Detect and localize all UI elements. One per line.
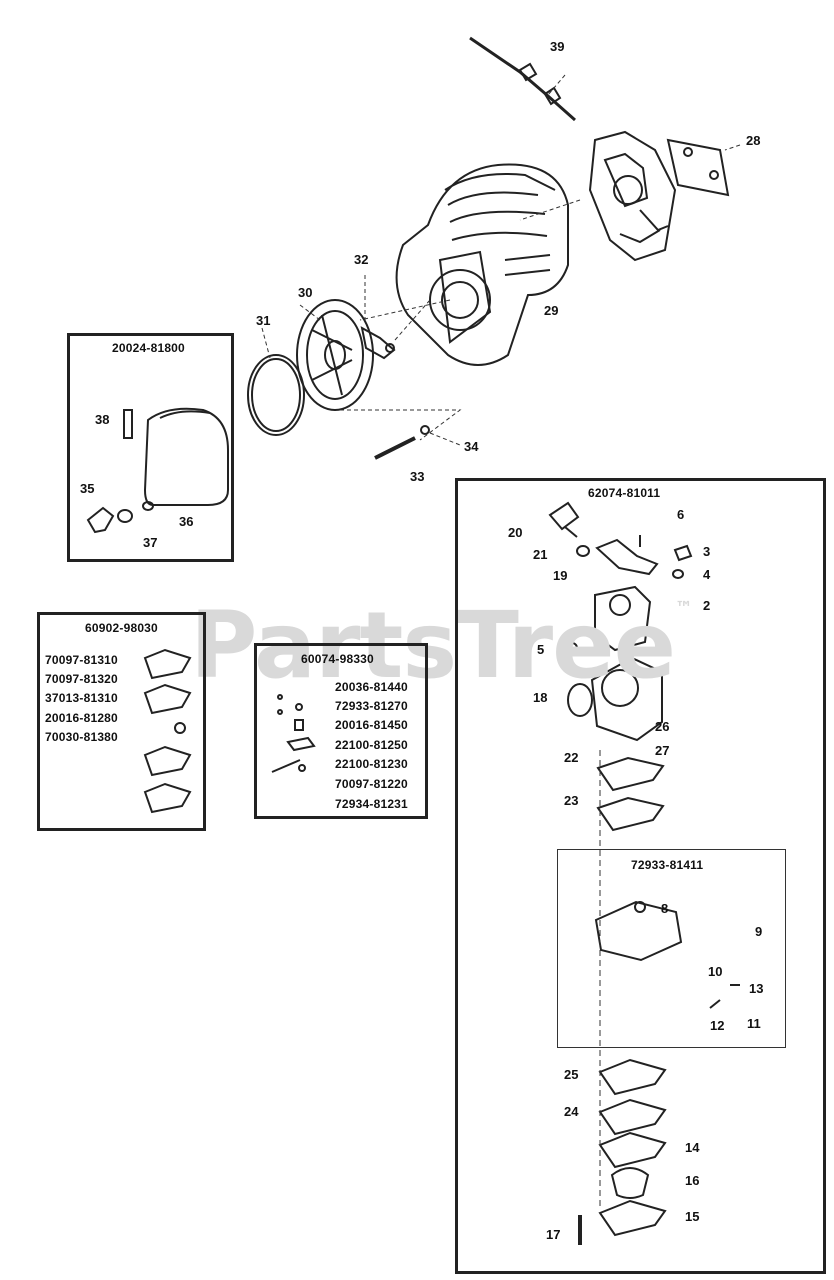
callout-38[interactable]: 38	[95, 412, 110, 427]
gasket-kit-number[interactable]: 60902-98030	[85, 621, 158, 635]
repair-kit-part[interactable]: 72934-81231	[335, 797, 408, 811]
gasket-stack-part	[578, 756, 740, 1245]
carburetor-assembly-box	[455, 478, 826, 1274]
callout-5[interactable]: 5	[537, 642, 545, 657]
callout-24[interactable]: 24	[564, 1104, 579, 1119]
gasket-kit-box	[37, 612, 206, 831]
callout-3[interactable]: 3	[703, 544, 711, 559]
gasket-kit-icons	[143, 648, 192, 814]
callout-36[interactable]: 36	[179, 514, 194, 529]
pawl-32-part	[360, 326, 396, 360]
recoil-starter-part	[296, 299, 374, 411]
repair-kit-part[interactable]: 22100-81230	[335, 757, 408, 771]
gasket-kit-part[interactable]: 20016-81280	[45, 711, 118, 725]
callout-25[interactable]: 25	[564, 1067, 579, 1082]
callout-18[interactable]: 18	[533, 690, 548, 705]
sub-kit-box	[557, 849, 786, 1048]
repair-kit-number[interactable]: 60074-98330	[301, 652, 374, 666]
callout-21[interactable]: 21	[533, 547, 548, 562]
repair-kit-icons	[271, 694, 316, 773]
gasket-kit-part[interactable]: 37013-81310	[45, 691, 118, 705]
repair-kit-part[interactable]: 20016-81450	[335, 718, 408, 732]
callout-23[interactable]: 23	[564, 793, 579, 808]
repair-kit-part[interactable]: 72933-81270	[335, 699, 408, 713]
air-filter-cover-part	[86, 407, 229, 534]
callout-8[interactable]: 8	[661, 901, 669, 916]
callout-37[interactable]: 37	[143, 535, 158, 550]
callout-10[interactable]: 10	[708, 964, 723, 979]
callout-13[interactable]: 13	[749, 981, 764, 996]
callout-35[interactable]: 35	[80, 481, 95, 496]
repair-kit-box	[254, 643, 428, 819]
callout-15[interactable]: 15	[685, 1209, 700, 1224]
carburetor-body-part	[548, 501, 693, 742]
callout-6[interactable]: 6	[677, 507, 685, 522]
callout-20[interactable]: 20	[508, 525, 523, 540]
gasket-kit-part[interactable]: 70097-81310	[45, 653, 118, 667]
callout-9[interactable]: 9	[755, 924, 763, 939]
callout-39[interactable]: 39	[550, 39, 565, 54]
repair-kit-part[interactable]: 20036-81440	[335, 680, 408, 694]
carburetor-assembly-number[interactable]: 62074-81011	[588, 486, 661, 500]
callout-14[interactable]: 14	[685, 1140, 700, 1155]
callout-19[interactable]: 19	[553, 568, 568, 583]
callout-17[interactable]: 17	[546, 1227, 561, 1242]
gasket-28-part	[666, 138, 730, 197]
callout-2[interactable]: 2	[703, 598, 711, 613]
screw-33-part	[374, 425, 430, 460]
sub-kit-number[interactable]: 72933-81411	[631, 858, 704, 872]
callout-4[interactable]: 4	[703, 567, 711, 582]
callout-31[interactable]: 31	[256, 313, 271, 328]
repair-kit-part[interactable]: 70097-81220	[335, 777, 408, 791]
callout-11[interactable]: 11	[747, 1016, 761, 1031]
throttle-cable-part	[469, 36, 576, 122]
callout-27[interactable]: 27	[655, 743, 670, 758]
callout-26[interactable]: 26	[655, 719, 670, 734]
gasket-kit-part[interactable]: 70097-81320	[45, 672, 118, 686]
callout-28[interactable]: 28	[746, 133, 761, 148]
callout-29[interactable]: 29	[544, 303, 559, 318]
callout-30[interactable]: 30	[298, 285, 313, 300]
carburetor-upper-part	[588, 130, 677, 262]
callout-34[interactable]: 34	[464, 439, 479, 454]
air-filter-kit-number[interactable]: 20024-81800	[112, 341, 185, 355]
repair-kit-part[interactable]: 22100-81250	[335, 738, 408, 752]
callout-32[interactable]: 32	[354, 252, 369, 267]
engine-shroud-part	[395, 163, 569, 366]
callout-16[interactable]: 16	[685, 1173, 700, 1188]
callout-22[interactable]: 22	[564, 750, 579, 765]
air-filter-kit-box	[67, 333, 234, 562]
callout-33[interactable]: 33	[410, 469, 425, 484]
callout-12[interactable]: 12	[710, 1018, 725, 1033]
ring-31-part	[247, 354, 305, 436]
gasket-kit-part[interactable]: 70030-81380	[45, 730, 118, 744]
